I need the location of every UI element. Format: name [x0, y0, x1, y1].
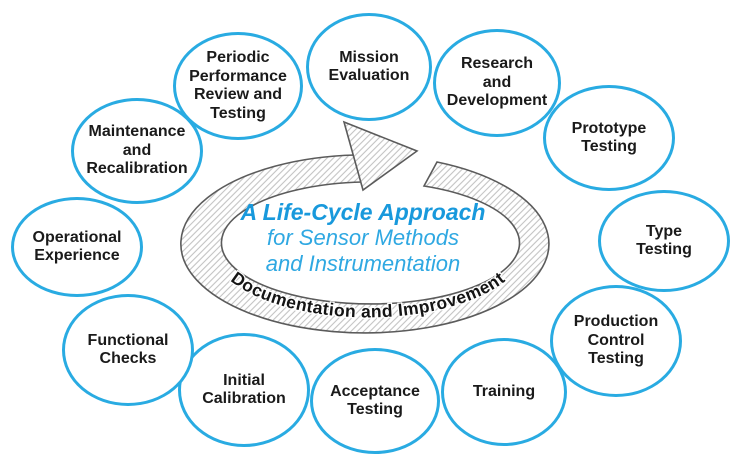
- cycle-ring: [180, 154, 550, 334]
- cycle-arrowhead-icon: [342, 120, 419, 192]
- stage-circle-production-control-testing: Production Control Testing: [550, 285, 682, 397]
- title-line-3: and Instrumentation: [265, 251, 461, 276]
- stage-label: Periodic Performance Review and Testing: [189, 49, 287, 122]
- stage-circle-operational-experience: Operational Experience: [11, 197, 143, 297]
- stage-label: Training: [472, 382, 536, 400]
- stage-label: Initial Calibration: [202, 371, 286, 408]
- stage-circle-research-and-development: Research and Development: [433, 29, 561, 137]
- title-line-1: A Life-Cycle Approach: [240, 199, 486, 225]
- stage-label: Prototype Testing: [571, 119, 647, 156]
- stage-circle-initial-calibration: Initial Calibration: [178, 333, 310, 447]
- stage-circle-type-testing: Type Testing: [598, 190, 730, 292]
- stage-label: Maintenance and Recalibration: [86, 123, 188, 178]
- stage-label: Research and Development: [446, 55, 548, 110]
- stage-circle-acceptance-testing: Acceptance Testing: [310, 348, 440, 454]
- title-line-2: for Sensor Methods: [267, 225, 459, 250]
- stage-circle-functional-checks: Functional Checks: [62, 294, 194, 406]
- stage-circle-periodic-performance-review-and-testing: Periodic Performance Review and Testing: [173, 32, 303, 140]
- stage-circle-maintenance-and-recalibration: Maintenance and Recalibration: [71, 98, 203, 204]
- stage-circle-mission-evaluation: Mission Evaluation: [306, 13, 432, 121]
- stage-label: Acceptance Testing: [330, 382, 420, 419]
- stage-circle-prototype-testing: Prototype Testing: [543, 85, 675, 191]
- stage-label: Mission Evaluation: [328, 48, 410, 85]
- stage-circle-training: Training: [441, 338, 567, 446]
- stage-label: Production Control Testing: [573, 313, 659, 368]
- stage-label: Functional Checks: [87, 331, 169, 368]
- center-title: A Life-Cycle Approach for Sensor Methods…: [210, 199, 516, 277]
- stage-label: Type Testing: [636, 222, 692, 259]
- stage-label: Operational Experience: [32, 228, 122, 265]
